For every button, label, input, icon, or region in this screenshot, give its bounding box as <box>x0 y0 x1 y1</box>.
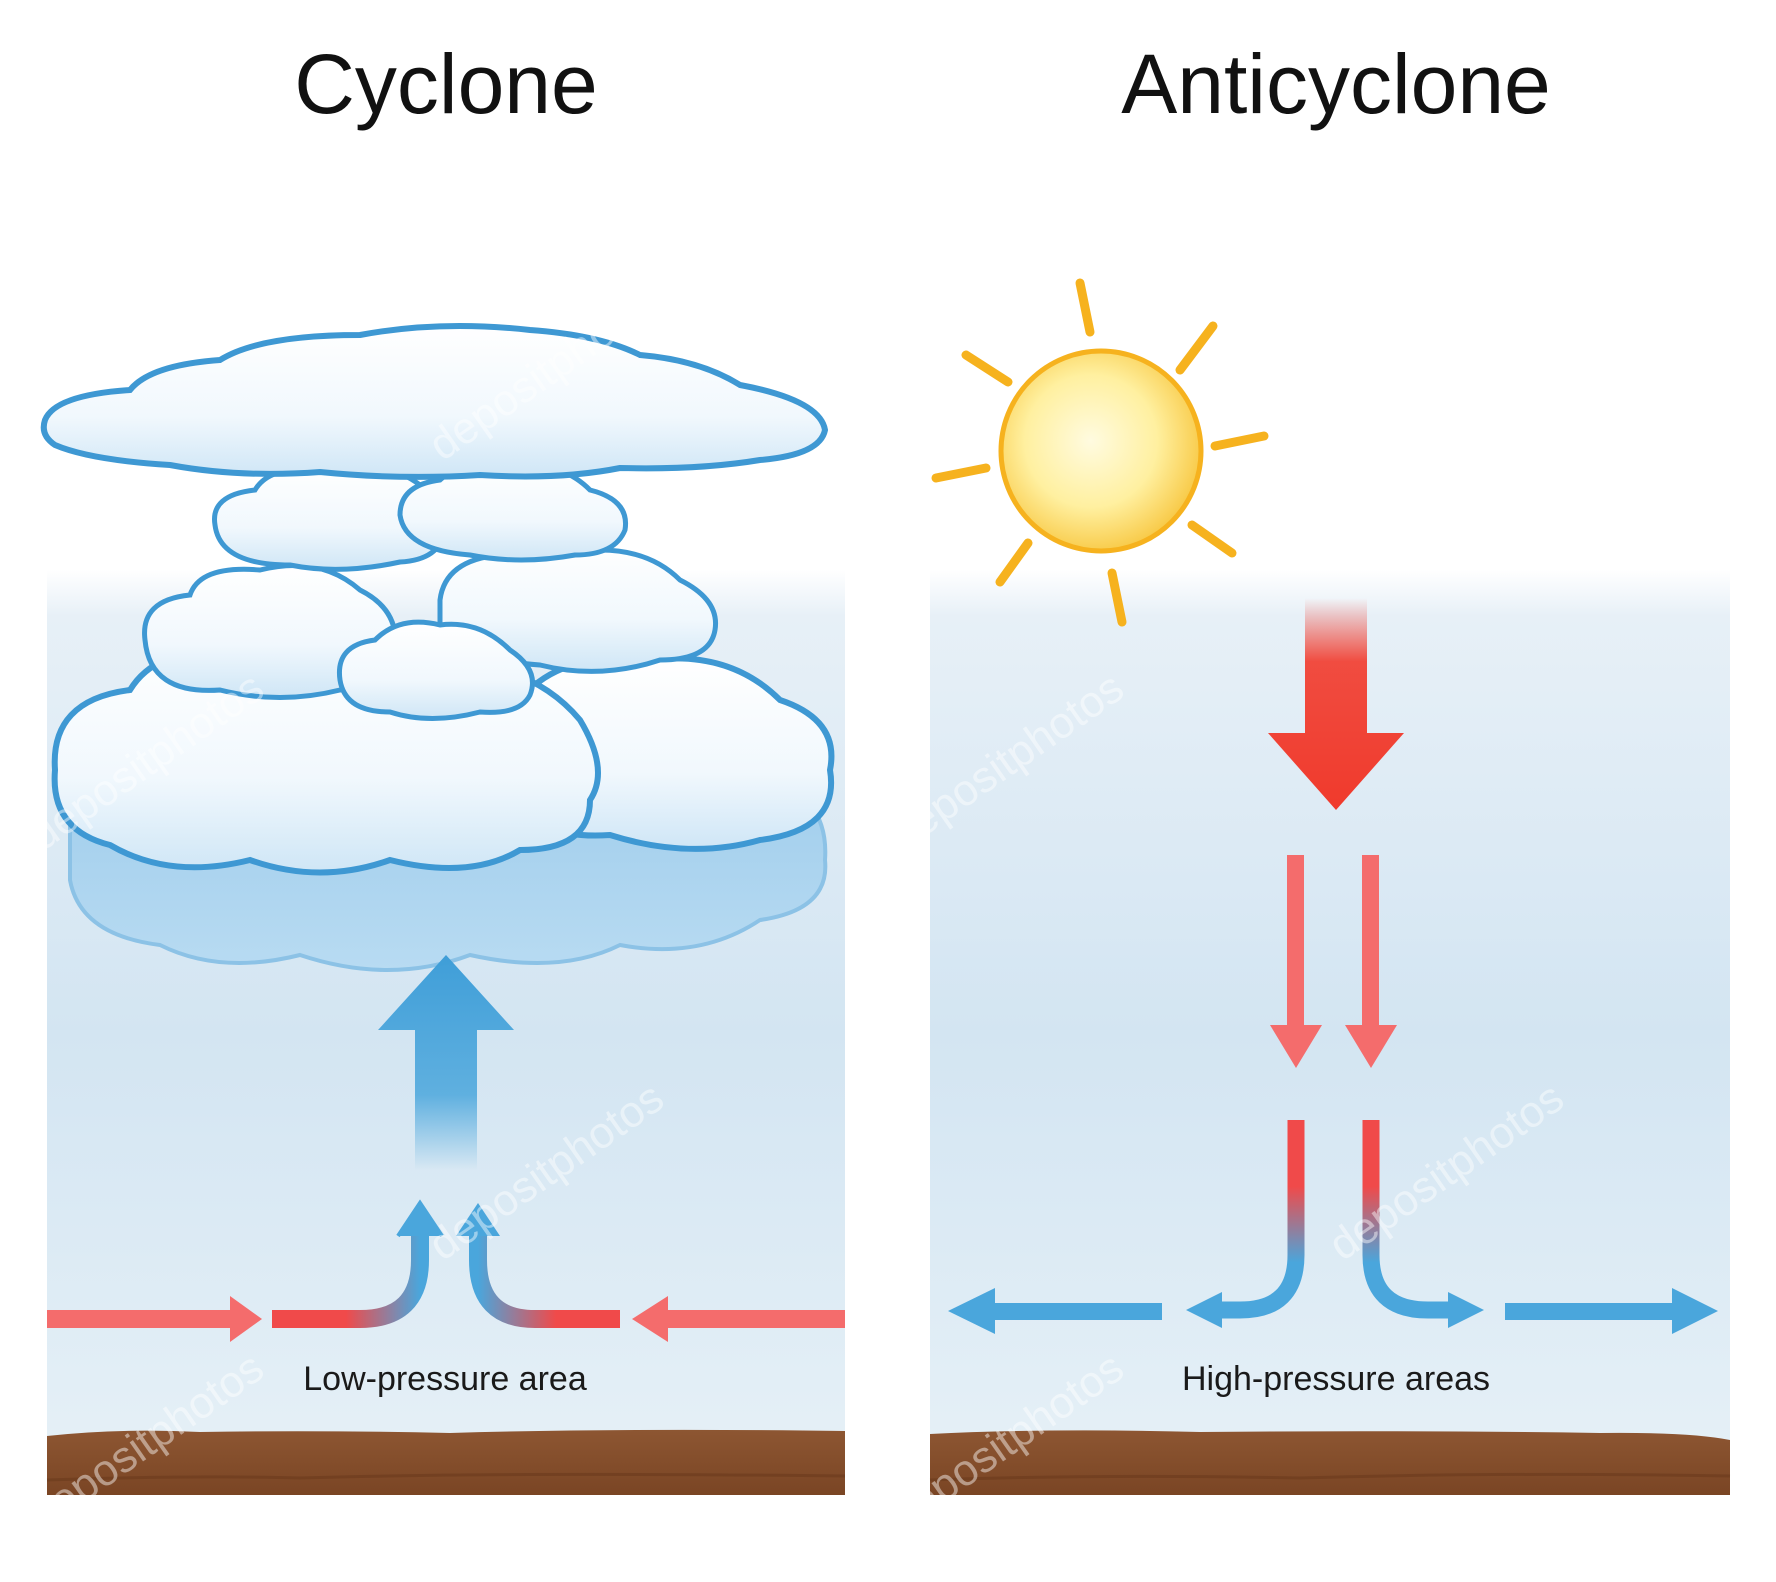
inflow-arrow-left <box>47 1296 262 1342</box>
inflow-arrow-right <box>632 1296 845 1342</box>
low-pressure-label: Low-pressure area <box>303 1360 587 1398</box>
outflow-arrow-left <box>948 1288 1162 1334</box>
cloud-mid-left-lobe <box>142 563 399 700</box>
anticyclone-ground <box>930 1430 1730 1495</box>
diverging-arrow-right <box>1362 1120 1484 1328</box>
cyclone-ground-edge <box>46 1472 846 1482</box>
cyclone-title: Cyclone <box>294 37 598 131</box>
converging-arrow-left <box>272 1199 444 1328</box>
sinking-air-arrow <box>1268 598 1404 810</box>
cloud-anvil-top <box>40 323 829 480</box>
descending-arrow-right <box>1345 855 1397 1068</box>
anticyclone-ground-edge <box>929 1472 1731 1482</box>
sun-icon <box>931 278 1269 627</box>
anticyclone-title: Anticyclone <box>1121 37 1551 131</box>
cyclone-ground <box>47 1429 845 1495</box>
cumulonimbus-cloud <box>40 323 835 972</box>
rising-air-arrow <box>378 955 514 1170</box>
converging-arrow-right <box>456 1203 620 1328</box>
high-pressure-label: High-pressure areas <box>1181 1360 1491 1398</box>
cloud-center-lobe <box>336 619 535 721</box>
descending-arrow-left <box>1270 855 1322 1068</box>
diverging-arrow-left <box>1186 1120 1305 1328</box>
outflow-arrow-right <box>1505 1288 1718 1334</box>
